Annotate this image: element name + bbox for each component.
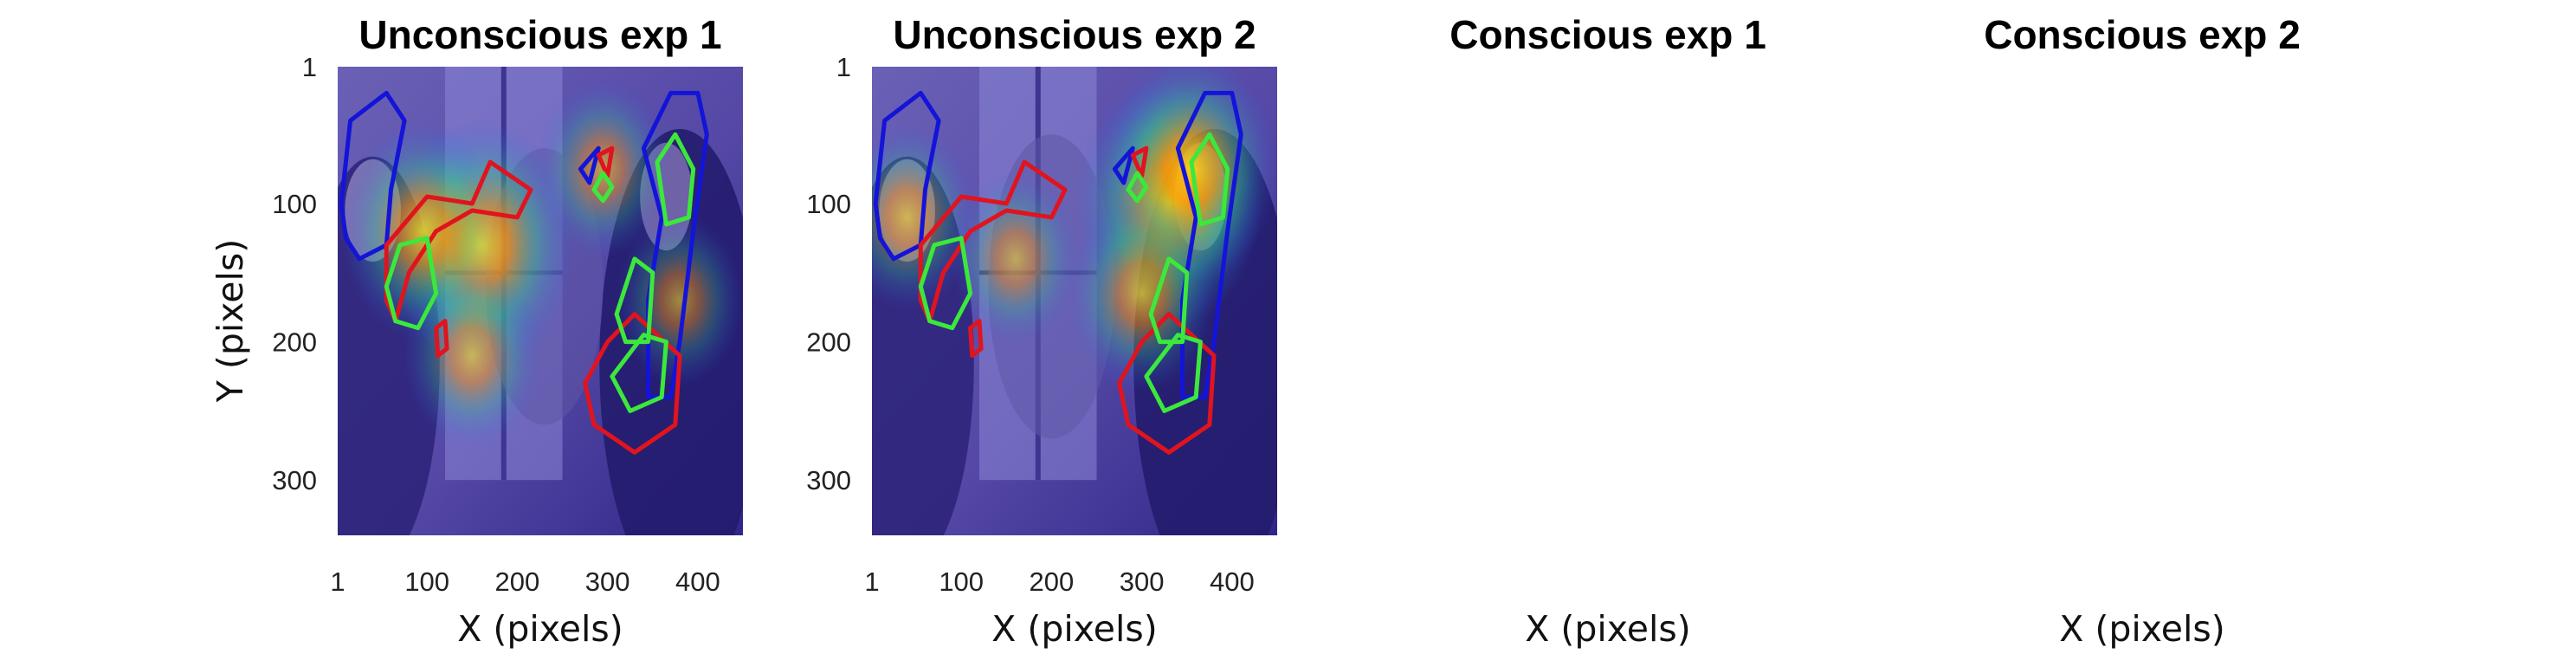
y-tick-label: 1: [836, 52, 851, 82]
x-axis-label: X (pixels): [1525, 608, 1691, 650]
heat-spot: [403, 262, 542, 450]
x-tick-label: 400: [675, 567, 720, 597]
roi-outline-green: [1148, 256, 1190, 345]
y-tick-label: 200: [272, 327, 317, 358]
roi-outline-blue: [578, 146, 601, 185]
x-tick-label: 1: [864, 567, 879, 597]
roi-outline-red: [1117, 312, 1217, 455]
roi-outline-green: [1144, 333, 1203, 413]
y-tick-label: 300: [272, 465, 317, 495]
panel-3: Conscious exp 1 X (pixels): [1449, 12, 1766, 650]
panel-title: Unconscious exp 1: [358, 12, 721, 57]
panel-title: Conscious exp 2: [1984, 12, 2301, 57]
x-tick-label: 300: [585, 567, 630, 597]
x-tick-label: 1: [330, 567, 345, 597]
x-tick-labels: 1 100 200 300 400: [864, 567, 1254, 597]
panel-2: Unconscious exp 2 1 100 200 300 400 1 100 200 3…: [806, 12, 1277, 650]
x-tick-label: 200: [495, 567, 540, 597]
panel-title: Unconscious exp 2: [893, 12, 1256, 57]
x-tick-label: 100: [404, 567, 449, 597]
x-tick-labels: 1 100 200 300 400: [330, 567, 720, 597]
roi-outline-red: [596, 146, 615, 178]
y-axis-label: Y (pixels): [210, 239, 251, 403]
roi-outline-blue: [1112, 146, 1135, 185]
y-tick-label: 100: [806, 189, 851, 219]
x-tick-label: 400: [1210, 567, 1255, 597]
x-axis-label: X (pixels): [991, 608, 1158, 650]
roi-outline-red: [434, 319, 449, 359]
x-tick-label: 100: [939, 567, 984, 597]
roi-outline-red: [968, 319, 984, 359]
roi-outline-green: [610, 333, 668, 413]
y-tick-label: 100: [272, 189, 317, 219]
roi-outline-blue: [339, 90, 407, 262]
y-tick-labels: 1 100 200 300: [272, 52, 317, 495]
plot-area: [872, 67, 1277, 535]
panel-4: Conscious exp 2 X (pixels): [1984, 12, 2301, 650]
x-axis-label: X (pixels): [2059, 608, 2225, 650]
roi-outline-red: [1130, 146, 1149, 178]
y-tick-label: 1: [302, 52, 317, 82]
roi-outline-blue: [873, 90, 941, 262]
roi-outline-red: [583, 312, 682, 455]
plot-area: [338, 67, 743, 535]
roi-outline-green: [614, 256, 655, 345]
y-tick-label: 200: [806, 327, 851, 358]
panel-title: Conscious exp 1: [1449, 12, 1766, 57]
roi-outline-green: [1189, 132, 1230, 227]
roi-outline-green: [384, 236, 439, 331]
x-axis-label: X (pixels): [457, 608, 623, 650]
x-tick-label: 200: [1030, 567, 1075, 597]
y-tick-labels: 1 100 200 300: [806, 52, 851, 495]
y-tick-label: 300: [806, 465, 851, 495]
roi-outline-green: [1126, 171, 1149, 204]
panel-1: Unconscious exp 1 1 100 200 300 400 1 100 200 3…: [210, 12, 743, 650]
heatmap-layer: [338, 67, 743, 535]
roi-outline-green: [655, 132, 696, 227]
roi-outline-green: [591, 171, 615, 204]
roi-outline-green: [918, 236, 973, 331]
heatmap-layer: [872, 67, 1277, 535]
x-tick-label: 300: [1120, 567, 1165, 597]
